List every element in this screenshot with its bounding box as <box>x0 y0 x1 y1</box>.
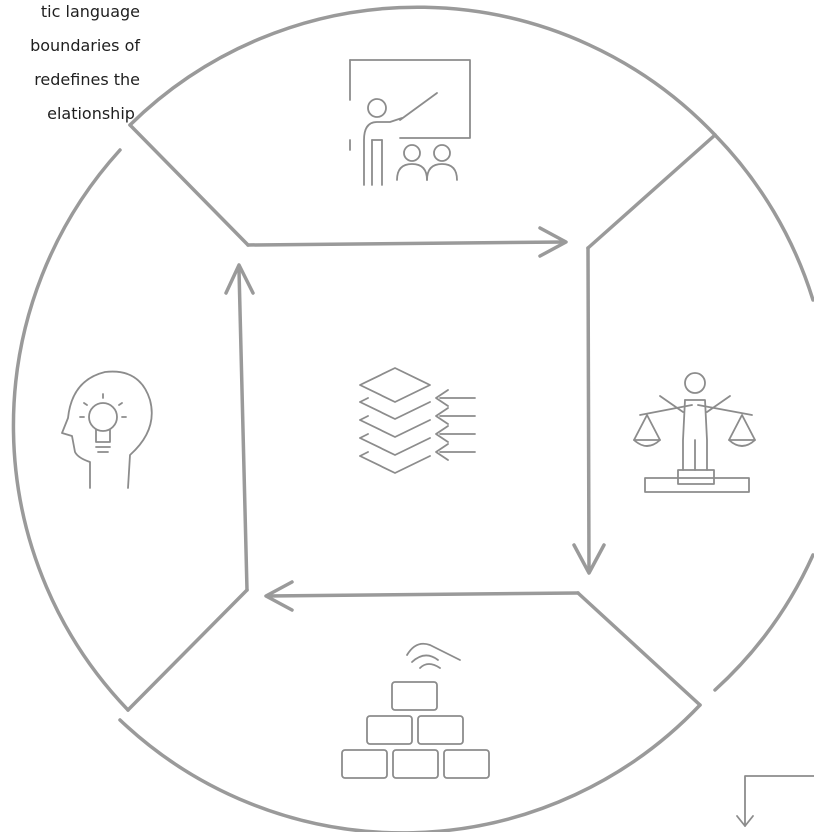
divider-bottom-left <box>126 588 249 712</box>
divider-top-right <box>586 133 717 250</box>
text-line-1: tic language <box>40 2 140 21</box>
circle-arc-right <box>713 133 814 302</box>
arrow-top-right <box>246 226 568 258</box>
text-line-3: redefines the <box>34 70 140 89</box>
building-blocks-icon <box>341 642 490 779</box>
arrow-left-up <box>224 263 255 592</box>
presentation-icon <box>349 59 471 186</box>
text-line-4: elationship. <box>47 104 140 123</box>
circle-arc-top <box>128 5 717 137</box>
layers-converging-icon <box>359 367 476 474</box>
corner-connector <box>736 775 814 827</box>
text-block: tic language boundaries of redefines the… <box>0 0 150 135</box>
arrow-right-down <box>572 246 606 575</box>
circle-arc-right-lower <box>713 553 814 692</box>
idea-head-icon <box>61 370 153 489</box>
divider-top-left <box>128 123 250 247</box>
balance-scales-icon <box>633 372 756 493</box>
arrow-bottom-left <box>264 580 580 612</box>
circle-arc-bottom <box>118 703 702 832</box>
text-line-2: boundaries of <box>30 36 140 55</box>
circle-arc-left <box>11 148 130 712</box>
divider-bottom-right <box>576 591 702 707</box>
